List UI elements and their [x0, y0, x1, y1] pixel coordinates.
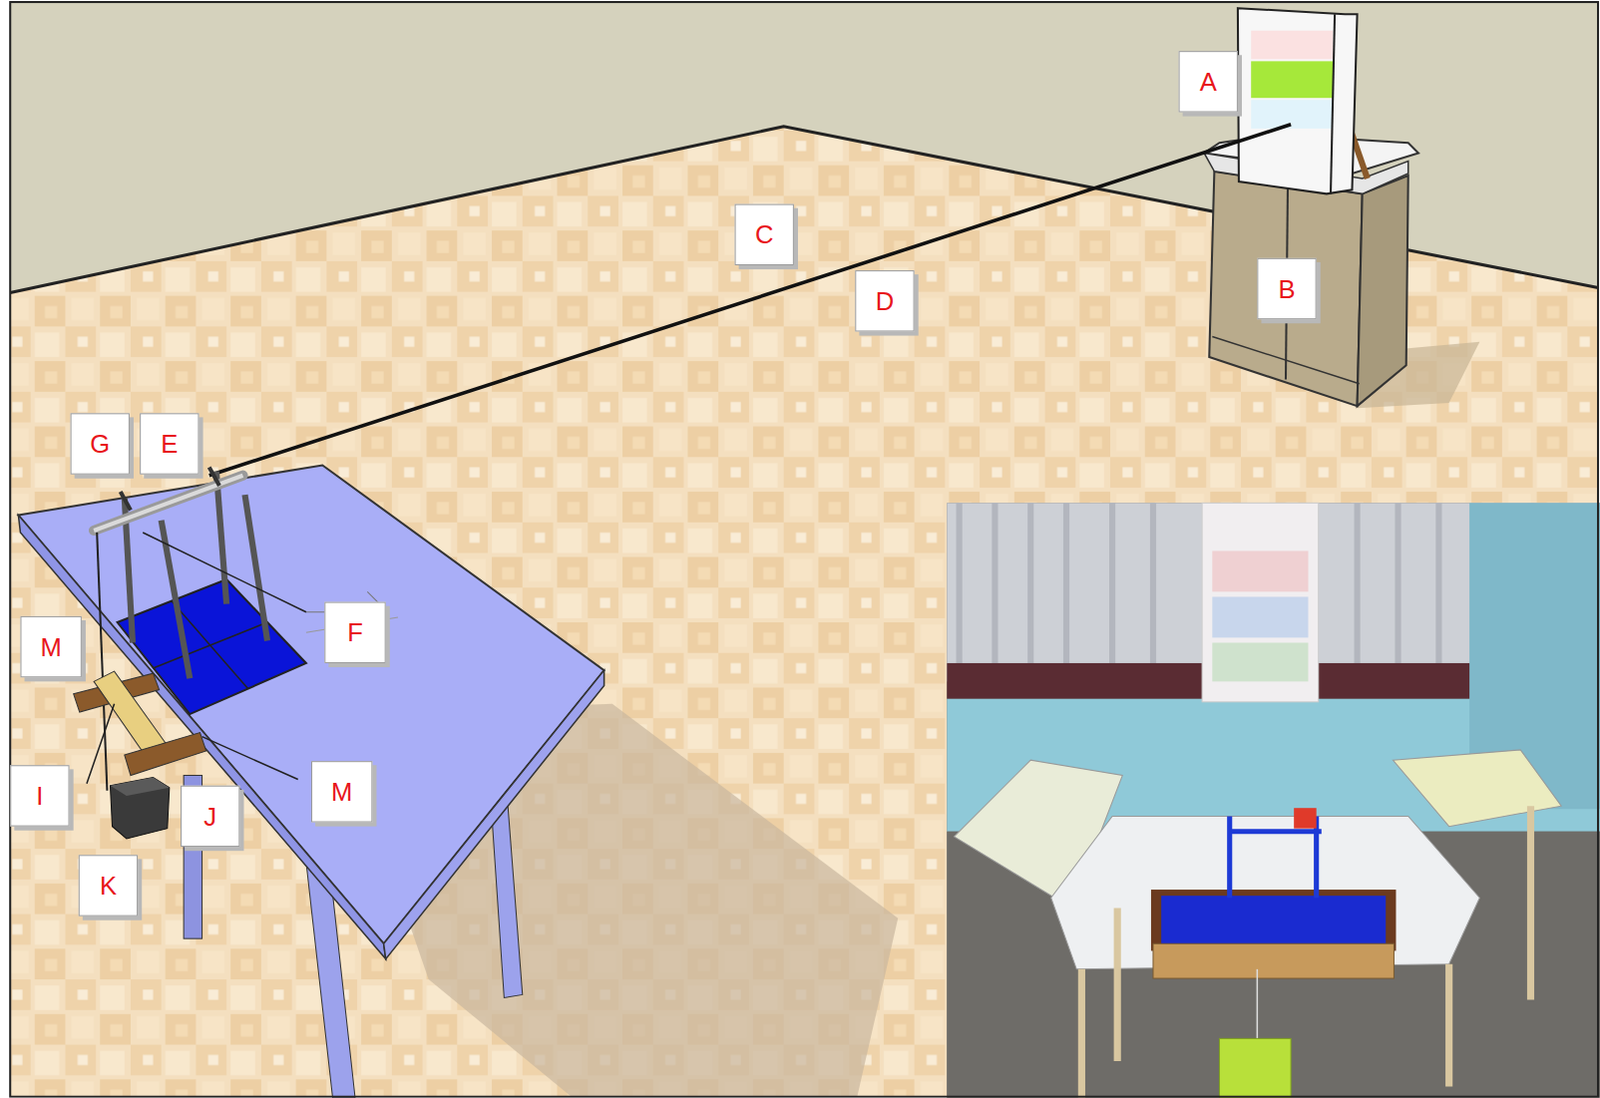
callout-label: F [324, 602, 386, 664]
callout-letter: M [331, 777, 353, 807]
photo-inset [1211, 550, 1308, 592]
callout-letter: F [347, 617, 364, 648]
leader-lines [202, 737, 299, 781]
callout-label: D [854, 270, 914, 332]
photo-inset [1256, 969, 1259, 1047]
wooden-blocks [93, 671, 166, 756]
frame-rods [245, 494, 269, 641]
room [9, 1, 1599, 1098]
water-tank [117, 579, 399, 715]
wooden-blocks [109, 778, 169, 839]
callout-label: A [1179, 50, 1238, 112]
wooden-blocks [124, 733, 207, 777]
photo-inset [1293, 807, 1317, 828]
photo-inset [1081, 805, 1531, 1098]
screen-board [1237, 7, 1358, 194]
screen-board [1250, 60, 1333, 98]
rope [142, 532, 307, 613]
callout-letter: M [39, 632, 61, 663]
callout-letter: K [99, 870, 117, 901]
callout-label: M [19, 616, 81, 678]
callout-letter: D [875, 286, 894, 317]
wooden-blocks [109, 778, 169, 797]
callout-label: J [180, 786, 240, 847]
callout-letter: E [160, 428, 178, 459]
callout-label: B [1256, 258, 1316, 320]
photo-inset [1201, 502, 1319, 702]
screen-board [1250, 99, 1333, 129]
callout-letter: I [35, 781, 43, 811]
figure-border [9, 1, 1599, 1098]
cabinet [1211, 337, 1359, 385]
table [17, 464, 604, 1098]
screen-board [1250, 30, 1333, 60]
frame-rods [209, 467, 220, 486]
callout-letter: B [1277, 274, 1295, 305]
figure-border [9, 1, 1599, 1098]
callout-letter: C [755, 219, 774, 250]
photo-inset [1211, 642, 1308, 682]
photo-inset [1153, 943, 1394, 979]
callout-label: M [311, 761, 373, 822]
rope [96, 532, 307, 792]
callout-label: K [78, 854, 138, 916]
room [9, 1, 1599, 1098]
frame-rods [216, 471, 227, 605]
callout-letter: A [1200, 66, 1217, 97]
callout-label: I [9, 765, 69, 826]
photo-inset [1218, 1038, 1291, 1098]
photo-inset [1211, 596, 1308, 638]
photo-inset [1392, 750, 1562, 827]
callout-letter: G [89, 428, 110, 459]
screen-board [1330, 13, 1335, 194]
sight-line [209, 124, 1291, 476]
frame-rods [120, 491, 131, 510]
frame-rods [93, 467, 268, 680]
photo-inset [1229, 815, 1322, 898]
callout-letter: J [203, 801, 217, 832]
callout-label: C [735, 204, 795, 266]
water-tank [152, 622, 268, 669]
photo-inset [1151, 889, 1397, 951]
callout-label: E [139, 412, 199, 474]
table [384, 670, 605, 960]
photo-inset [946, 502, 1600, 1098]
leader-lines [86, 704, 299, 785]
photo-inset [946, 502, 1600, 1098]
cabinet [1357, 175, 1409, 406]
screen-board [1237, 7, 1368, 194]
cabinet [1208, 171, 1362, 406]
sight-line [209, 124, 1291, 476]
leader-lines [86, 704, 115, 785]
photo-inset [1161, 895, 1386, 945]
table [17, 515, 386, 960]
callout-label: G [70, 412, 130, 474]
